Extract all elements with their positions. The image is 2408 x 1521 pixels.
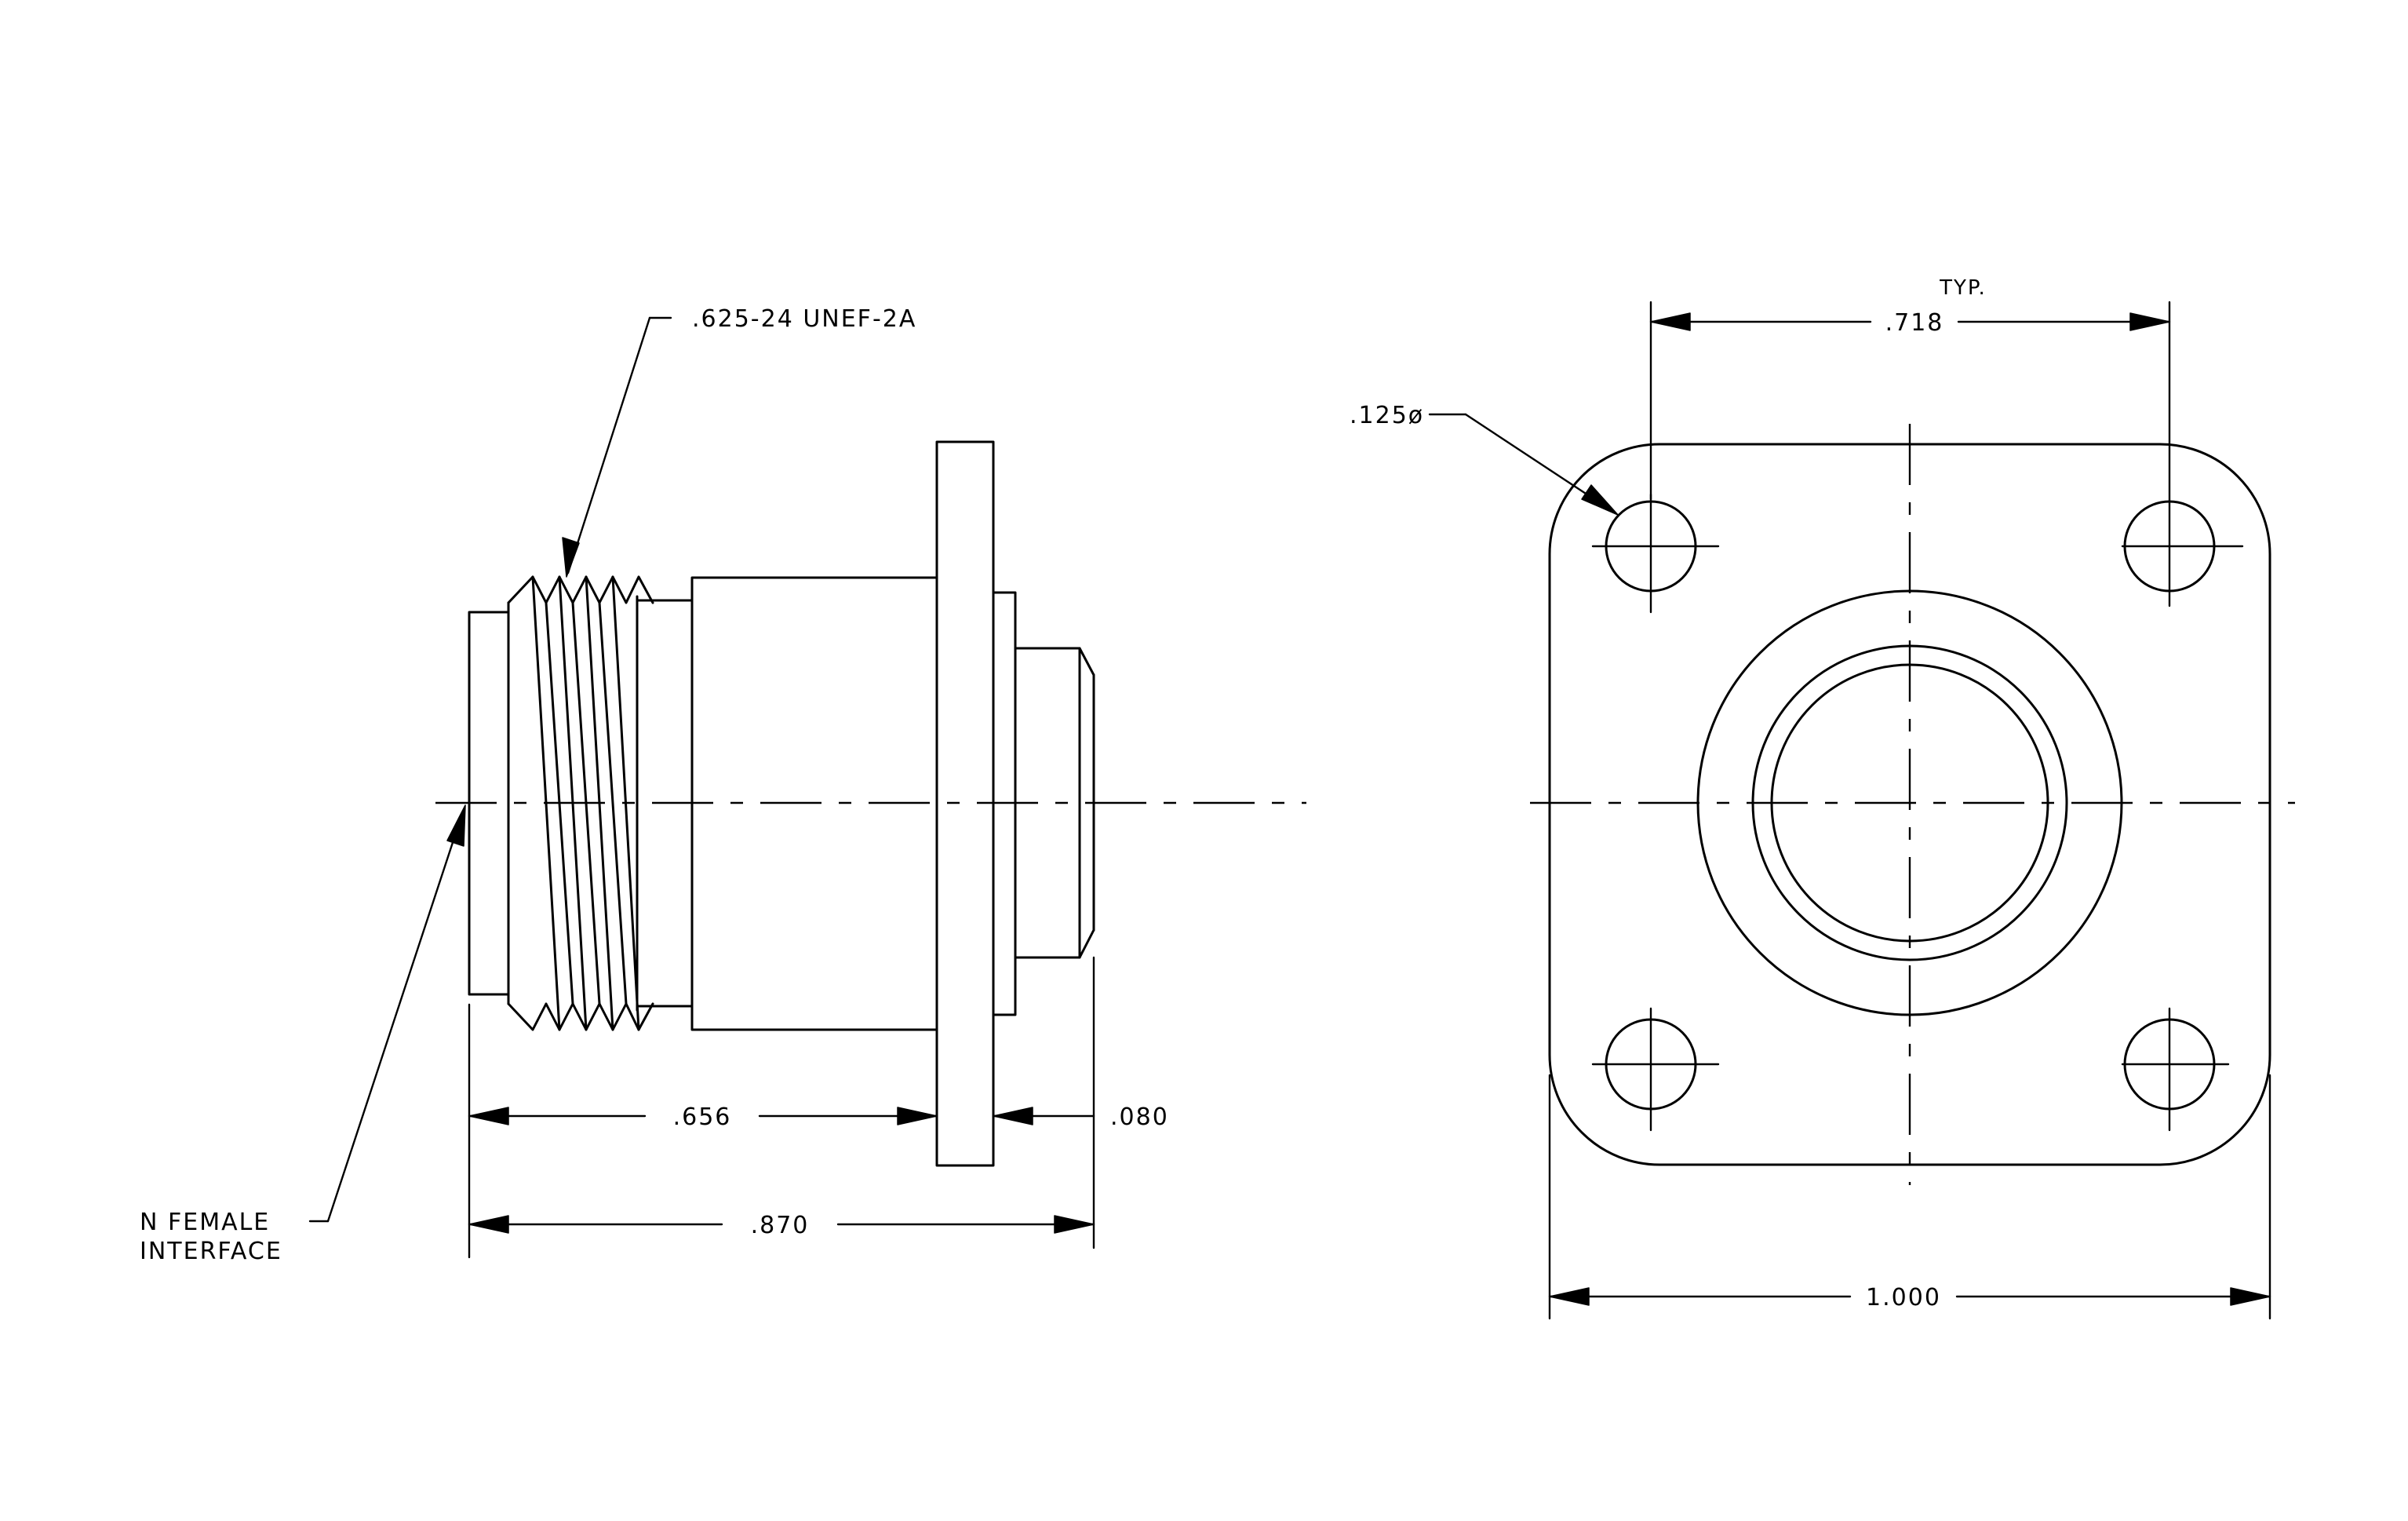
bore-circle-inner bbox=[1770, 663, 2049, 943]
dim-656-label: .656 bbox=[673, 1103, 732, 1131]
mount-hole-top-right bbox=[2121, 301, 2244, 607]
front-view: .718 TYP. .125ø 1.000 bbox=[1350, 276, 2295, 1320]
interface-label-line2: INTERFACE bbox=[140, 1238, 282, 1265]
mount-hole-bottom-left bbox=[1591, 1007, 1720, 1132]
thread-outline-top bbox=[507, 575, 654, 604]
interface-label-line1: N FEMALE bbox=[140, 1209, 270, 1236]
thread-spec-label: .625-24 UNEF-2A bbox=[692, 305, 916, 333]
interface-callout: N FEMALE INTERFACE bbox=[140, 804, 466, 1265]
dimension-656: .656 bbox=[468, 1103, 938, 1131]
dim-718-label: .718 bbox=[1885, 309, 1944, 337]
hole-dia-label: .125ø bbox=[1350, 402, 1424, 429]
outer-boss-circle bbox=[1696, 589, 2123, 1016]
thread-outline-bottom bbox=[507, 1002, 654, 1031]
dim-870-label: .870 bbox=[751, 1212, 810, 1239]
hole-callout: .125ø bbox=[1350, 402, 1619, 516]
bore-circle-outer bbox=[1751, 644, 2068, 961]
dimension-1000: 1.000 bbox=[1548, 1074, 2271, 1320]
mount-hole-top-left bbox=[1591, 493, 1720, 614]
side-view: .656 .080 .870 .625-24 UNEF-2A bbox=[140, 305, 1306, 1265]
dim-080-label: .080 bbox=[1110, 1103, 1169, 1131]
thread-helix-lines bbox=[531, 575, 640, 1031]
rear-collar bbox=[992, 591, 1017, 1016]
typ-label: TYP. bbox=[1939, 276, 1987, 300]
dimension-080: .080 bbox=[992, 1103, 1169, 1131]
dimension-718: .718 TYP. bbox=[1649, 276, 2171, 501]
dim-1000-label: 1.000 bbox=[1866, 1284, 1941, 1311]
thread-callout: .625-24 UNEF-2A bbox=[562, 305, 916, 578]
dimension-870: .870 bbox=[468, 1212, 1095, 1239]
mount-hole-bottom-right bbox=[2121, 1007, 2230, 1132]
